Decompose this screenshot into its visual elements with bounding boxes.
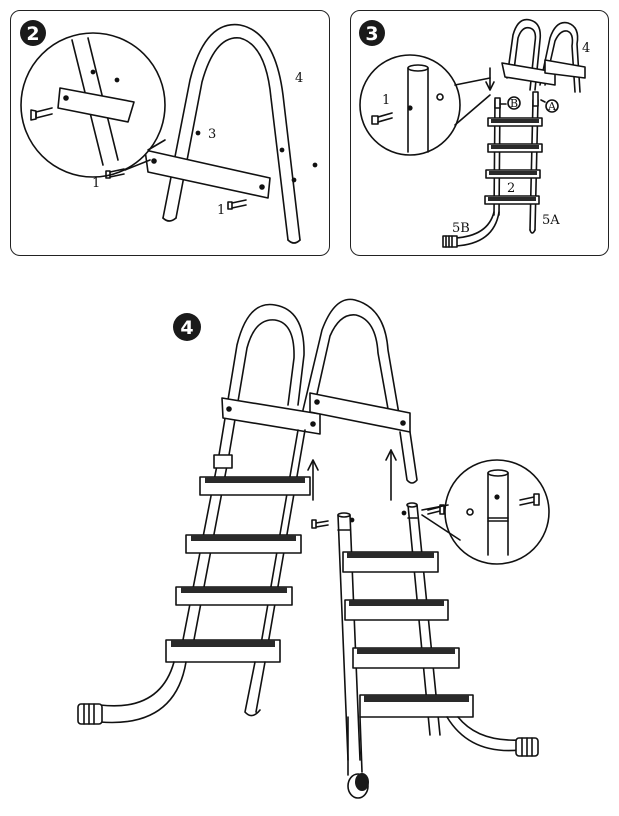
step4-zoom-callout [421, 459, 550, 565]
step2-label-hole: 3 [208, 127, 216, 142]
step4-right-ladder [337, 502, 539, 799]
step4-left-u-rail [218, 303, 305, 456]
step4-arrow-left [307, 459, 319, 501]
step4-arrow-right [385, 449, 397, 501]
step3-label-leg-a: 5A [542, 213, 560, 228]
step3-label-bolt-b: B [510, 97, 518, 110]
step2-zoom-callout [20, 32, 166, 178]
step4-right-u-rail [302, 298, 401, 421]
step4-left-ladder [77, 429, 311, 725]
step-2-badge: 2 [20, 20, 46, 46]
step2-label-bolt-right: 1 [217, 203, 225, 218]
step2-u-rail [162, 23, 318, 244]
svg-text:2: 2 [26, 23, 39, 45]
step2-label-rail: 4 [295, 71, 303, 86]
step4-right-crossbar [309, 392, 411, 433]
step-3-badge: 3 [359, 20, 385, 46]
svg-text:4: 4 [180, 317, 193, 339]
step3-label-bolt: 1 [382, 93, 390, 108]
step-4-badge: 4 [173, 313, 201, 341]
step3-label-rail: 4 [582, 41, 590, 56]
step2-label-bolt-left: 1 [92, 176, 100, 191]
step4-right-rail-legs [399, 431, 418, 484]
step3-ladder [442, 67, 559, 248]
step3-label-bolt-a: A [547, 100, 557, 113]
step2-crossbar-plate [144, 149, 271, 199]
step3-upper-rails [501, 18, 586, 93]
step3-label-leg-b: 5B [452, 221, 470, 236]
step4-bolt-left [311, 517, 355, 529]
step3-label-ladder: 2 [507, 181, 515, 196]
svg-text:3: 3 [365, 23, 378, 45]
step-2-panel [10, 10, 330, 256]
step-3-panel [350, 10, 609, 256]
step2-bolt-right [227, 199, 247, 210]
step2-bolt-left [105, 168, 125, 179]
step3-zoom-callout [359, 54, 491, 156]
step4-left-crossbar [221, 397, 321, 435]
